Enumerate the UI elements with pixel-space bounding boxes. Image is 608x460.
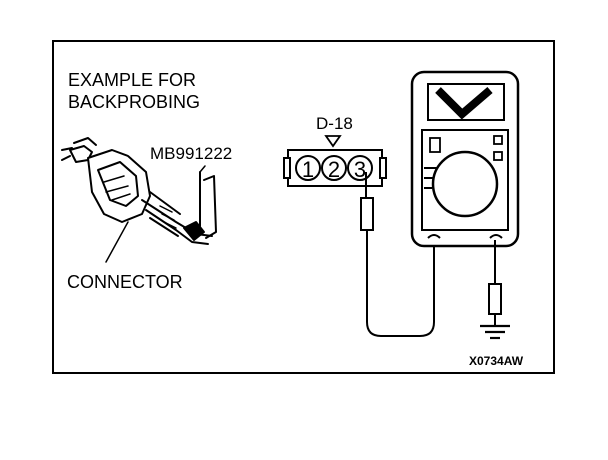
connector-label: CONNECTOR bbox=[67, 272, 183, 292]
connector-pin-1: 1 bbox=[295, 155, 321, 182]
ground-lead bbox=[488, 240, 502, 326]
pin-3-label: 3 bbox=[354, 157, 366, 182]
connector-id-label: D-18 bbox=[316, 114, 353, 133]
connector-pin-2: 2 bbox=[321, 155, 347, 182]
diagram-frame bbox=[52, 40, 555, 374]
example-title-line1: EXAMPLE FOR bbox=[68, 70, 197, 90]
ground-icon bbox=[480, 324, 510, 340]
connector-harness-illustration bbox=[61, 137, 217, 263]
probe-lead bbox=[360, 172, 435, 337]
pin-1-label: 1 bbox=[302, 157, 314, 182]
example-title-line2: BACKPROBING bbox=[68, 92, 201, 112]
tool-label: MB991222 bbox=[150, 144, 233, 163]
voltmeter-icon bbox=[410, 70, 520, 248]
figure-code: X0734AW bbox=[469, 354, 524, 368]
pin-2-label: 2 bbox=[328, 157, 340, 182]
